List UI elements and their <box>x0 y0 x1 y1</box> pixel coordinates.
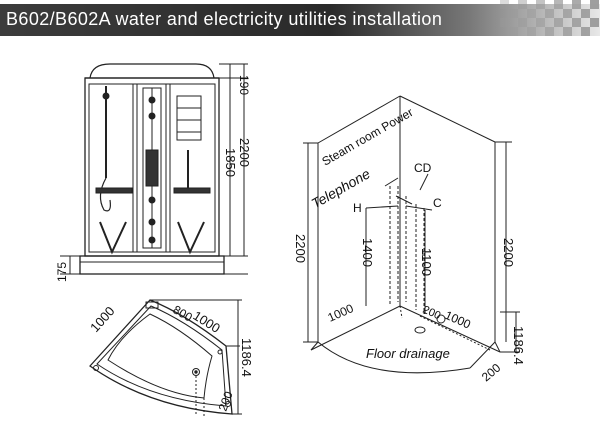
checker-square <box>554 0 563 9</box>
front-dim-175: 175 <box>55 262 69 282</box>
checker-square <box>518 18 527 27</box>
iso-floor-left-1000: 1000 <box>326 301 356 325</box>
checker-square <box>527 9 536 18</box>
checker-square <box>563 27 572 36</box>
checker-square <box>509 27 518 36</box>
iso-view <box>303 95 520 374</box>
checker-square <box>545 9 554 18</box>
installation-drawing: 190 1850 2200 175 1000 800 1000 1186.4 2… <box>55 63 526 416</box>
iso-label-cd: CD <box>414 161 432 175</box>
front-view <box>60 63 248 275</box>
plan-dim-1186: 1186.4 <box>239 338 254 377</box>
title-bar: B602/B602A water and electricity utiliti… <box>0 0 600 40</box>
checker-square <box>500 18 509 27</box>
plan-view <box>89 299 242 416</box>
checker-square <box>554 18 563 27</box>
checker-square <box>581 9 590 18</box>
plan-dim-left-1000: 1000 <box>87 303 117 335</box>
front-dim-2200: 2200 <box>237 138 252 167</box>
checker-square <box>572 0 581 9</box>
title-background <box>0 4 600 36</box>
iso-height-1400: 1400 <box>360 238 375 267</box>
iso-label-h: H <box>353 201 362 215</box>
checker-square <box>527 27 536 36</box>
iso-dim-1186: 1186.4 <box>511 326 526 365</box>
checker-square <box>500 0 509 9</box>
checker-square <box>536 18 545 27</box>
floor-drainage-label: Floor drainage <box>366 346 450 361</box>
front-dim-1850: 1850 <box>223 148 238 177</box>
checker-square <box>509 9 518 18</box>
iso-height-1100: 1100 <box>419 248 434 276</box>
checker-square <box>563 9 572 18</box>
iso-floor-200-right: 200 <box>479 360 504 384</box>
checker-square <box>536 0 545 9</box>
iso-floor-200-left: 200 <box>421 304 443 322</box>
iso-height-left-2200: 2200 <box>293 234 308 263</box>
checker-square <box>518 0 527 9</box>
checker-square <box>545 27 554 36</box>
page-title: B602/B602A water and electricity utiliti… <box>6 9 443 29</box>
checker-square <box>590 0 599 9</box>
checker-square <box>590 18 599 27</box>
plan-dim-200: 200 <box>216 389 236 413</box>
iso-height-right-2200: 2200 <box>501 238 516 267</box>
front-dim-190: 190 <box>237 75 251 95</box>
checker-square <box>581 27 590 36</box>
iso-label-c: C <box>433 196 442 210</box>
checker-square <box>572 18 581 27</box>
